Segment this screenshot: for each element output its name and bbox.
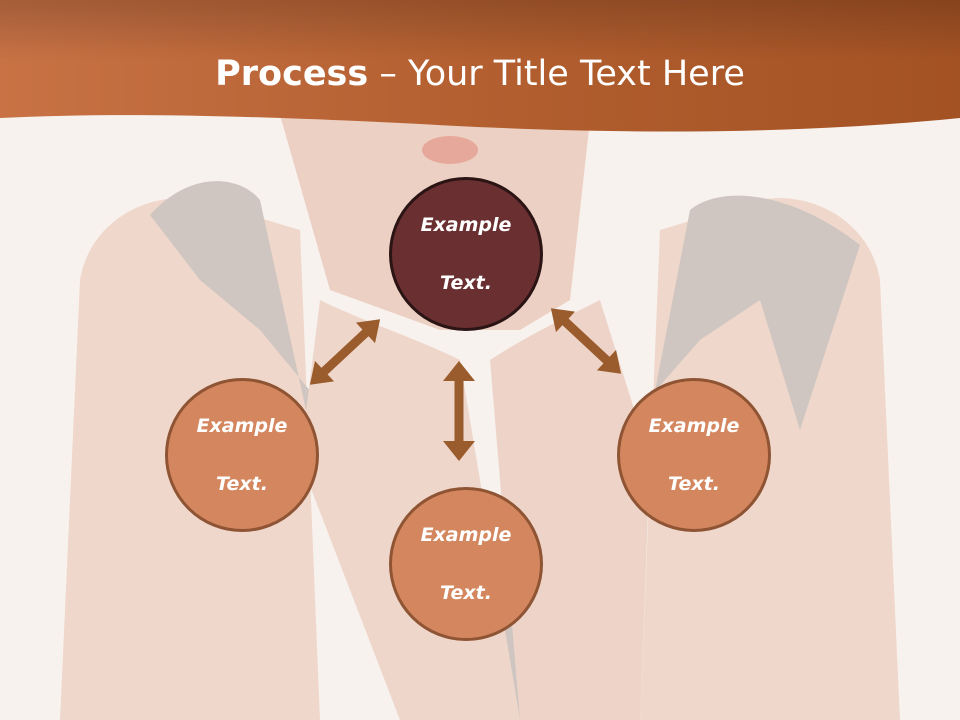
left-node-line2: Text. [216,472,268,495]
bottom-node-line2: Text. [440,581,492,604]
slide-title: Process – Your Title Text Here [0,52,960,96]
center-node-line2: Text. [440,271,492,294]
right-node-line1: Example [648,414,740,437]
right-node-line2: Text. [668,472,720,495]
double-arrow-down [443,361,475,461]
left-node-line1: Example [196,414,288,437]
bottom-node-line1: Example [420,523,512,546]
title-bold: Process [215,54,369,94]
double-arrow-left [309,319,381,385]
double-arrow-right [550,308,622,374]
title-rest: – Your Title Text Here [368,54,745,94]
center-node-line1: Example [420,213,512,236]
